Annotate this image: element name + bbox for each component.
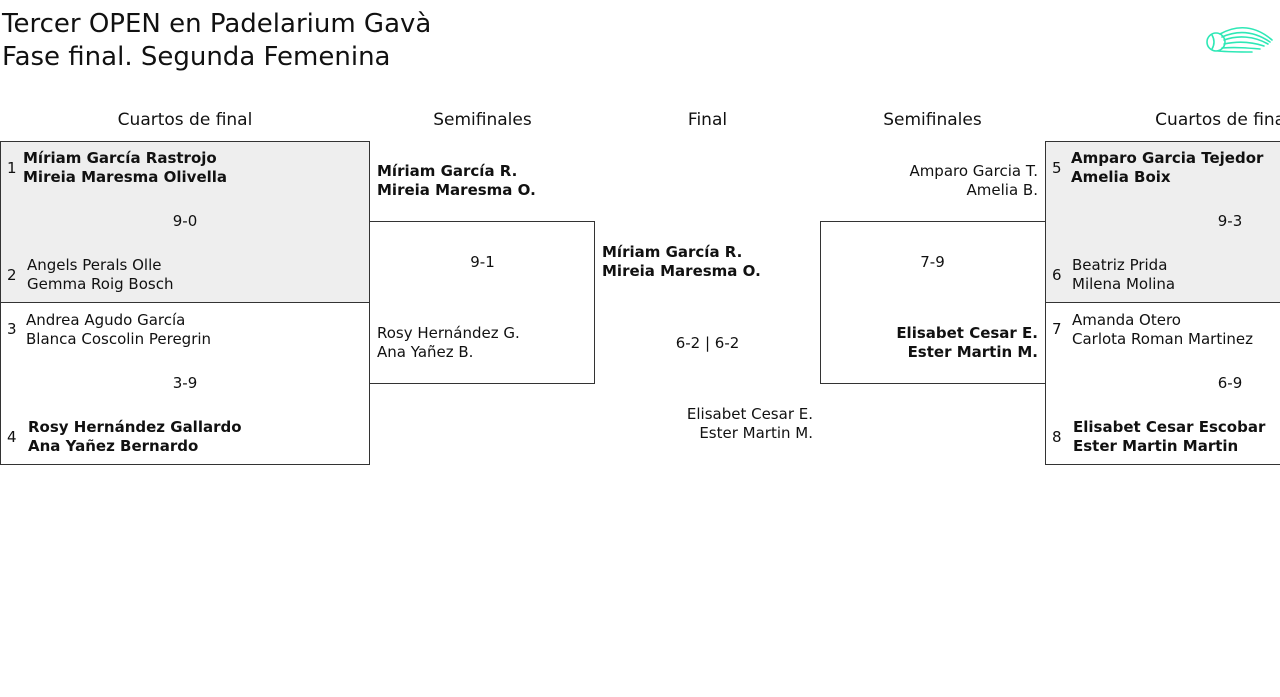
title-line-1: Tercer OPEN en Padelarium Gavà [2, 9, 432, 39]
team-entry: Elisabet Cesar E. Ester Martin M. [687, 405, 813, 443]
team-entry: Amparo Garcia Tejedor Amelia Boix [1071, 149, 1263, 187]
player-name: Amelia Boix [1071, 168, 1171, 186]
match-score: 6-2 | 6-2 [675, 334, 740, 352]
column-header-quarterfinals-right: Cuartos de final [1155, 110, 1280, 130]
player-name: Míriam García Rastrojo [23, 149, 217, 167]
team-entry: Andrea Agudo García Blanca Coscolin Pere… [26, 311, 211, 349]
seed-number: 7 [1052, 320, 1062, 338]
team-entry: Beatriz Prida Milena Molina [1072, 256, 1175, 294]
team-entry: Rosy Hernández G. Ana Yañez B. [377, 324, 520, 362]
player-name: Ester Martin M. [699, 424, 813, 442]
player-name: Ana Yañez B. [377, 343, 474, 361]
seed-number: 8 [1052, 428, 1062, 446]
player-name: Míriam García R. [377, 162, 518, 180]
page-title: Tercer OPEN en Padelarium Gavà Fase fina… [2, 8, 431, 74]
player-name: Angels Perals Olle [27, 256, 162, 274]
match-score: 6-9 [1217, 374, 1243, 392]
match-score: 9-1 [470, 253, 495, 271]
padel-ball-logo-icon [1206, 27, 1273, 53]
player-name: Mireia Maresma Olivella [23, 168, 228, 186]
player-name: Rosy Hernández Gallardo [28, 418, 242, 436]
team-entry: Elisabet Cesar Escobar Ester Martin Mart… [1073, 418, 1265, 456]
match-score: 7-9 [920, 253, 945, 271]
player-name: Amelia B. [966, 181, 1038, 199]
team-entry: Elisabet Cesar E. Ester Martin M. [896, 324, 1038, 362]
player-name: Ester Martin Martin [1073, 437, 1239, 455]
team-entry: Angels Perals Olle Gemma Roig Bosch [27, 256, 173, 294]
player-name: Milena Molina [1072, 275, 1176, 293]
player-name: Mireia Maresma O. [602, 262, 761, 280]
player-name: Ester Martin M. [907, 343, 1038, 361]
seed-number: 1 [7, 159, 17, 177]
seed-number: 2 [7, 266, 17, 284]
team-entry: Rosy Hernández Gallardo Ana Yañez Bernar… [28, 418, 242, 456]
player-name: Amanda Otero [1072, 311, 1181, 329]
seed-number: 6 [1052, 266, 1062, 284]
match-score: 3-9 [172, 374, 198, 392]
match-box-qf-3 [1045, 141, 1280, 303]
player-name: Amparo Garcia Tejedor [1071, 149, 1264, 167]
player-name: Elisabet Cesar E. [686, 405, 813, 423]
player-name: Rosy Hernández G. [377, 324, 520, 342]
team-entry: Míriam García Rastrojo Mireia Maresma Ol… [23, 149, 227, 187]
team-entry: Míriam García R. Mireia Maresma O. [602, 243, 761, 281]
player-name: Amparo Garcia T. [909, 162, 1038, 180]
seed-number: 3 [7, 320, 17, 338]
column-header-final: Final [687, 110, 728, 130]
player-name: Elisabet Cesar Escobar [1073, 418, 1266, 436]
match-score: 9-0 [172, 212, 198, 230]
player-name: Andrea Agudo García [26, 311, 186, 329]
player-name: Beatriz Prida [1072, 256, 1168, 274]
seed-number: 5 [1052, 159, 1062, 177]
player-name: Gemma Roig Bosch [27, 275, 174, 293]
title-line-2: Fase final. Segunda Femenina [2, 42, 391, 72]
player-name: Mireia Maresma O. [377, 181, 536, 199]
player-name: Míriam García R. [602, 243, 743, 261]
seed-number: 4 [7, 428, 17, 446]
column-header-semifinals-left: Semifinales [433, 110, 532, 130]
team-entry: Amanda Otero Carlota Roman Martinez [1072, 311, 1253, 349]
column-header-quarterfinals-left: Cuartos de final [117, 110, 253, 130]
player-name: Blanca Coscolin Peregrin [26, 330, 212, 348]
player-name: Carlota Roman Martinez [1072, 330, 1253, 348]
team-entry: Míriam García R. Mireia Maresma O. [377, 162, 536, 200]
player-name: Ana Yañez Bernardo [28, 437, 199, 455]
match-box-sf-right [820, 221, 1046, 384]
match-score: 9-3 [1217, 212, 1243, 230]
match-box-sf-left [369, 221, 595, 384]
player-name: Elisabet Cesar E. [896, 324, 1038, 342]
column-header-semifinals-right: Semifinales [883, 110, 982, 130]
team-entry: Amparo Garcia T. Amelia B. [909, 162, 1038, 200]
